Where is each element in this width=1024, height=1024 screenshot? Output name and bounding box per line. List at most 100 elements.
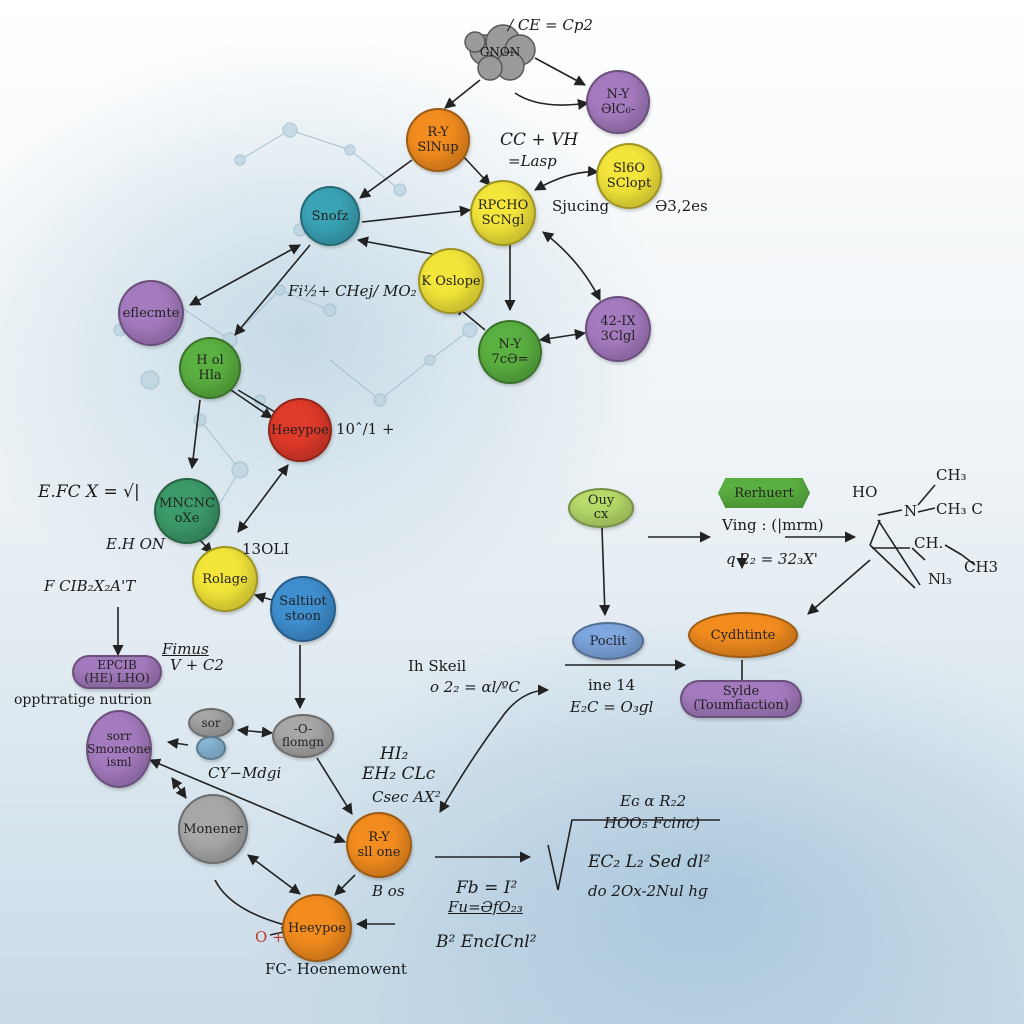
node-line: 42-IX: [600, 314, 636, 329]
label-oli: 13OLI: [242, 540, 290, 558]
node-line: MNCNC: [159, 496, 215, 511]
label-lasp: =Lasp: [508, 152, 557, 170]
node-line: EPCIB: [97, 658, 137, 672]
node-line: Heeypoe: [288, 920, 346, 936]
node-orange-oval[interactable]: Cydhtinte: [688, 612, 798, 658]
node-hex-green[interactable]: Rerhuert: [718, 478, 810, 508]
node-line: -O-: [293, 722, 313, 736]
label-ho: HO: [852, 483, 878, 501]
node-line: oXe: [174, 511, 200, 526]
node-gray-moner[interactable]: Monener: [178, 794, 248, 864]
node-line: RPCHO: [477, 198, 529, 213]
node-green-hol[interactable]: H ol Hla: [179, 337, 241, 399]
node-line: Smoneone: [87, 741, 151, 756]
node-gray-small[interactable]: sor: [188, 708, 234, 738]
node-line: SCNgl: [481, 213, 525, 228]
node-line: sll one: [357, 845, 401, 860]
node-red-heypoc[interactable]: Heeypoe: [268, 398, 332, 462]
label-fcib: F CIB₂X₂A'T: [44, 577, 136, 595]
node-gray-oval[interactable]: -O- flomgn: [272, 714, 334, 758]
node-line: Rerhuert: [734, 485, 794, 501]
label-vc2: V + C2: [170, 656, 224, 674]
node-purple-left[interactable]: eflecmte: [118, 280, 184, 346]
label-opp: opptrratige nutrion: [14, 692, 152, 708]
label-fb: Fb = I²: [456, 878, 518, 898]
node-line: R-Y: [368, 830, 390, 845]
node-purple-bottom-left[interactable]: sorr Smoneone isml: [86, 710, 152, 788]
arrows: [112, 57, 871, 938]
node-line: 3Clgl: [600, 329, 636, 344]
label-q22: q 2₂ = 32₃X': [726, 550, 818, 568]
molecule-structure: [869, 484, 976, 589]
node-line: Sylde: [722, 684, 760, 699]
node-lime-oval[interactable]: Ouy cx: [568, 488, 634, 528]
node-line: N-Y: [498, 337, 522, 352]
label-fimus: Fimus: [162, 640, 209, 658]
label-cymdgi: CY−Mdgi: [208, 764, 282, 782]
node-line: R-Y: [427, 125, 449, 140]
node-top-purple[interactable]: N-Y ƏlC₆-: [586, 70, 650, 134]
node-line: stoon: [285, 609, 321, 624]
node-line: Sl6O: [613, 161, 645, 176]
label-ce: / CE = Cp2: [508, 16, 593, 34]
node-line: cx: [593, 507, 609, 522]
label-fhmo: Fi½+ CHej/ MO₂: [288, 282, 417, 300]
node-yellow-rolage[interactable]: Rolage: [192, 546, 258, 612]
label-efcx: E.FC X = √|: [38, 482, 140, 502]
label-ehon: E.H ON: [106, 535, 165, 553]
label-bos: B os: [372, 882, 405, 900]
node-yellow-right[interactable]: Sl6O SClopt: [596, 143, 662, 209]
node-line: Hla: [198, 368, 222, 383]
node-top-orange[interactable]: R-Y SlNup: [406, 108, 470, 172]
label-sjucing: Sjucing: [552, 197, 610, 215]
node-line: flomgn: [281, 735, 325, 749]
node-line: Ouy: [587, 493, 615, 508]
label-ch: CH.: [914, 534, 944, 552]
label-nl3: Nl₃: [928, 570, 952, 588]
node-line: Rolage: [202, 571, 248, 587]
node-line: (HE) LHO): [84, 671, 150, 685]
cloud-node-label: GNON: [479, 45, 521, 59]
label-eg: Eɢ ɑ R₂2: [620, 792, 687, 810]
label-ch3-right: CH3: [964, 558, 999, 576]
label-ih-skeil: Ih Skeil: [408, 657, 467, 675]
node-orange-last[interactable]: Heeypoe: [282, 894, 352, 962]
node-line: isml: [106, 754, 132, 769]
node-line: Heeypoe: [271, 422, 329, 438]
node-teal[interactable]: Snofz: [300, 186, 360, 246]
node-purple-right[interactable]: 42-IX 3Clgl: [585, 296, 651, 362]
node-line: K Oslope: [421, 273, 481, 289]
label-ving: Ving : (|mrm): [722, 516, 824, 534]
node-line: ƏlC₆-: [600, 102, 636, 117]
node-purple-pill[interactable]: Sylde (Toumfiaction): [680, 680, 802, 718]
node-line: Saltiiot: [279, 594, 327, 609]
label-csecax: Csec AX²: [372, 788, 441, 806]
node-yellow-mid[interactable]: RPCHO SCNgl: [470, 180, 536, 246]
node-line: 7cƏ=: [491, 352, 529, 367]
node-yellow-k[interactable]: K Oslope: [418, 248, 484, 314]
label-eh2clc: EH₂ CLc: [362, 764, 436, 784]
label-cc-vh: CC + VH: [500, 130, 579, 150]
node-line: N-Y: [606, 87, 630, 102]
node-orange-bottom[interactable]: R-Y sll one: [346, 812, 412, 878]
node-blue-sattiot[interactable]: Saltiiot stoon: [270, 576, 336, 642]
node-line: SClopt: [606, 176, 652, 191]
label-fc-hoe: FC- Hoenemowent: [265, 960, 407, 978]
node-pill-epcib[interactable]: EPCIB (HE) LHO): [72, 655, 162, 689]
node-blue-oval[interactable]: Poclit: [572, 622, 644, 660]
node-line: Poclit: [589, 633, 627, 649]
node-green-ny[interactable]: N-Y 7cƏ=: [478, 320, 542, 384]
node-line: H ol: [196, 353, 224, 368]
label-o-plus: O +: [255, 928, 285, 946]
label-v10: 10ˆ/1 +: [336, 420, 395, 438]
label-do: do 2Ox-2Nul hɡ: [588, 882, 708, 900]
node-line: eflecmte: [122, 305, 180, 321]
node-line: sor: [201, 715, 221, 730]
label-fu: Fu=ƏfO₂₃: [448, 898, 523, 916]
label-ch3-top: CH₃: [936, 466, 967, 484]
node-line: sorr: [106, 728, 132, 743]
node-darkgreen[interactable]: MNCNC oXe: [154, 478, 220, 544]
node-light-blue-small: [196, 736, 226, 760]
